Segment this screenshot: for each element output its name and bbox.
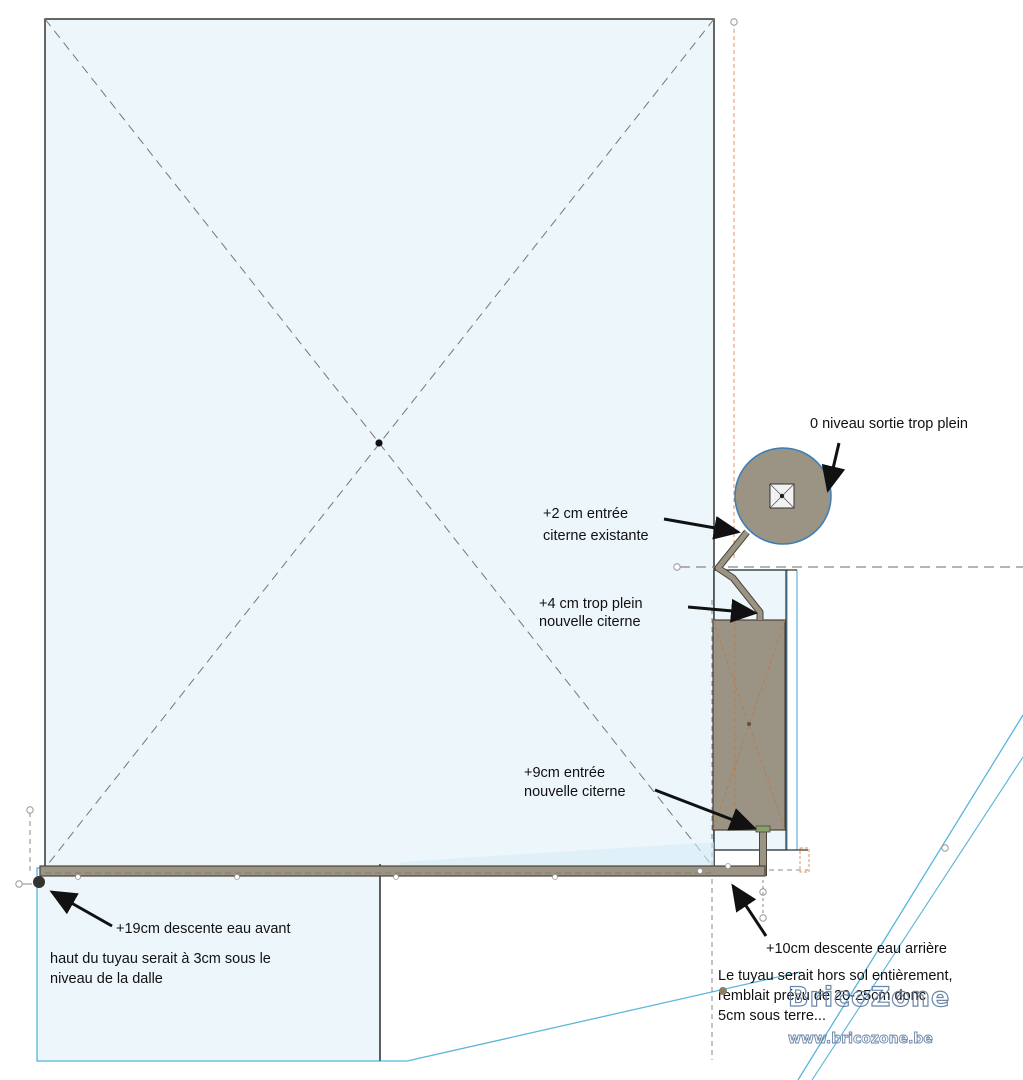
label-existing-inlet-line1: +2 cm entrée xyxy=(543,506,628,522)
watermark-logo: BricoZone xyxy=(788,982,950,1013)
label-front-downpipe: +19cm descente eau avant xyxy=(116,921,291,937)
construction-lines xyxy=(15,18,1023,1060)
label-rear-pipe-note-line2: remblait prévu de 20-25cm donc xyxy=(718,988,926,1004)
label-front-pipe-note-line2: niveau de la dalle xyxy=(50,971,163,987)
annotation-arrows xyxy=(49,442,846,937)
watermark-url: www.bricozone.be xyxy=(788,1031,933,1047)
property-boundary xyxy=(797,714,1023,1080)
arrow-new-overflow xyxy=(687,598,758,623)
arrow-overflow-level xyxy=(821,442,846,493)
arrow-new-inlet xyxy=(654,788,757,831)
label-new-inlet-line2: nouvelle citerne xyxy=(524,784,626,800)
label-rear-downpipe: +10cm descente eau arrière xyxy=(766,941,947,957)
label-rear-pipe-note-line3: 5cm sous terre... xyxy=(718,1008,826,1024)
label-new-overflow-line2: nouvelle citerne xyxy=(539,614,641,630)
label-front-pipe-note-line1: haut du tuyau serait à 3cm sous le xyxy=(50,951,271,967)
arrow-rear-downpipe xyxy=(731,883,768,937)
existing-tank xyxy=(734,447,832,545)
label-new-overflow-line1: +4 cm trop plein xyxy=(539,596,643,612)
arrow-front-downpipe xyxy=(49,890,113,928)
center-point xyxy=(375,439,383,447)
watermark: BricoZone www.bricozone.be xyxy=(787,981,950,1047)
label-new-inlet-line1: +9cm entrée xyxy=(524,765,605,781)
marker-dot xyxy=(719,987,727,995)
front-terrace-zone xyxy=(36,864,801,1062)
label-overflow-level: 0 niveau sortie trop plein xyxy=(810,416,968,432)
label-existing-inlet-line2: citerne existante xyxy=(543,528,649,544)
overflow-pipe xyxy=(714,529,764,620)
label-rear-pipe-note-line1: Le tuyau serait hors sol entièrement, xyxy=(718,968,953,984)
front-downpipe xyxy=(33,876,45,888)
arrow-existing-inlet xyxy=(663,516,741,540)
collector-pipe xyxy=(39,842,766,880)
house-footprint xyxy=(44,18,715,869)
new-tank xyxy=(712,619,786,831)
